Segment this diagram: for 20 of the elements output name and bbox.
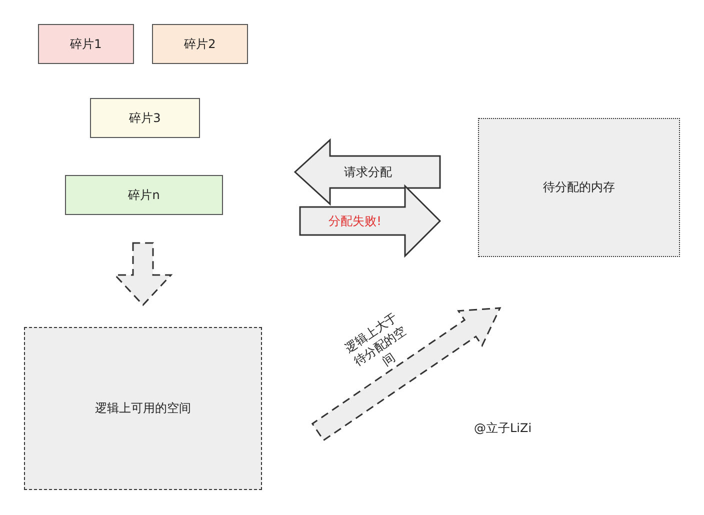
- memory-area-box: [478, 118, 680, 257]
- block-arrow: [299, 184, 442, 258]
- box-text: 碎片2: [184, 36, 216, 52]
- block-arrow: [113, 242, 173, 306]
- block-arrow: [294, 138, 441, 206]
- edge-label: 请求分配: [344, 164, 392, 180]
- block-arrow: [311, 307, 502, 442]
- edge-label: 分配失败!: [328, 213, 382, 229]
- fragment-box: [65, 175, 223, 215]
- fragment-box: [90, 98, 200, 138]
- box-text: 待分配的内存: [543, 179, 615, 196]
- memory-area-box: [24, 327, 262, 490]
- box-text: 碎片n: [128, 186, 160, 204]
- edge-label: 逻辑上大于待分配的空间: [341, 309, 410, 371]
- fragment-box: [152, 24, 248, 64]
- author-signature: @立子LiZi: [474, 420, 532, 437]
- box-text: 碎片3: [129, 110, 161, 126]
- fragment-box: [38, 24, 134, 64]
- box-text: 碎片1: [70, 36, 102, 52]
- box-text: 逻辑上可用的空间: [95, 400, 191, 417]
